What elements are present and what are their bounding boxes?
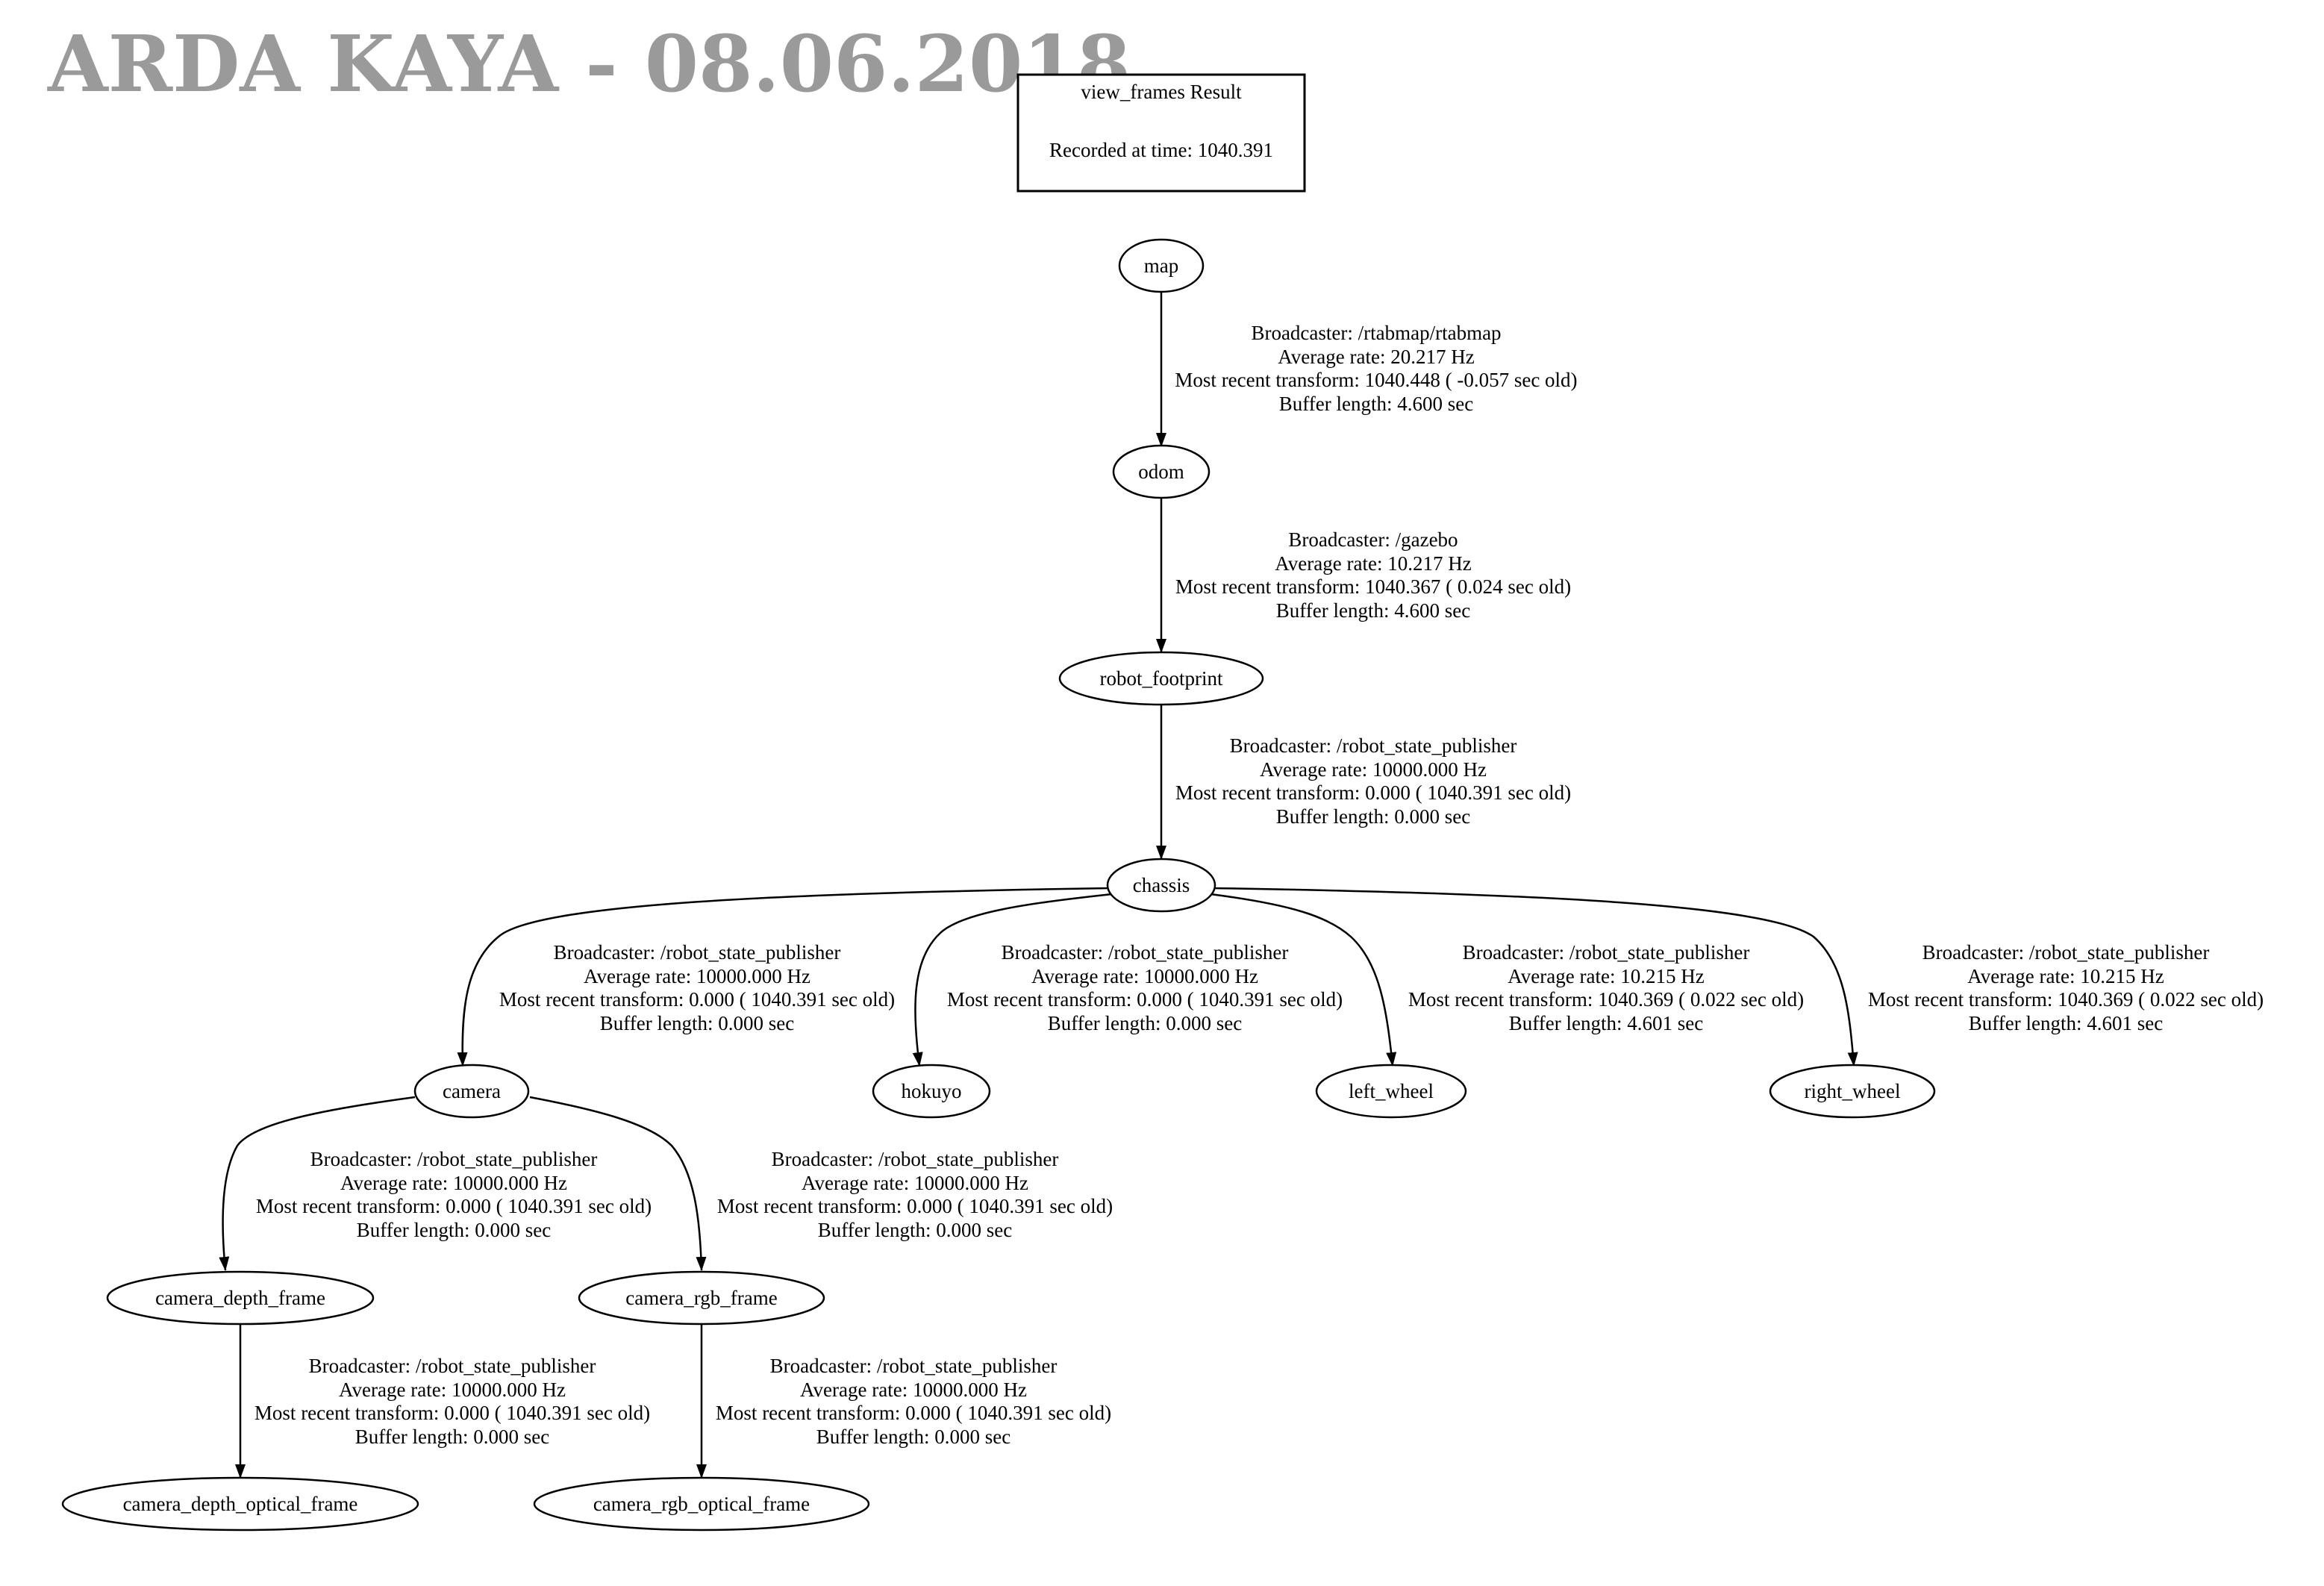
edge-label-line: Broadcaster: /robot_state_publisher <box>770 1355 1058 1377</box>
edge-label-line: Buffer length: 4.600 sec <box>1279 393 1473 415</box>
edge-label-line: Broadcaster: /gazebo <box>1288 528 1458 551</box>
edge-chassis-right-wheel <box>1213 887 1858 1067</box>
edge-label-line: Most recent transform: 0.000 ( 1040.391 … <box>717 1195 1113 1217</box>
edge-label-line: Buffer length: 4.601 sec <box>1969 1012 2163 1034</box>
node-robot-footprint: robot_footprint <box>1058 651 1264 706</box>
edge-chassis-camera <box>457 887 1110 1067</box>
node-label-camera-depth-optical-frame: camera_depth_optical_frame <box>123 1493 358 1515</box>
edge-label-line: Buffer length: 0.000 sec <box>816 1426 1010 1448</box>
edge-label-line: Average rate: 10.217 Hz <box>1275 552 1471 575</box>
node-odom: odom <box>1112 444 1211 499</box>
edge-chassis-hokuyo <box>912 893 1113 1067</box>
node-label-camera: camera <box>443 1080 501 1102</box>
node-label-odom: odom <box>1138 460 1184 483</box>
result-header-box: view_frames Result Recorded at time: 104… <box>1016 73 1306 193</box>
edge-label-line: Buffer length: 0.000 sec <box>1276 805 1470 828</box>
edge-label-line: Most recent transform: 1040.448 ( -0.057… <box>1175 369 1577 391</box>
node-map: map <box>1118 238 1205 293</box>
author-date-stamp: ARDA KAYA - 08.06.2018 <box>48 18 1131 110</box>
edge-label-line: Most recent transform: 1040.367 ( 0.024 … <box>1175 575 1571 598</box>
header-recorded-time: Recorded at time: 1040.391 <box>1049 139 1273 161</box>
edge-camera-camera-depth-frame <box>219 1096 416 1271</box>
edge-label-line: Broadcaster: /robot_state_publisher <box>1463 941 1750 964</box>
edge-label-line: Buffer length: 0.000 sec <box>1048 1012 1242 1034</box>
node-right-wheel: right_wheel <box>1769 1064 1936 1119</box>
edge-label-line: Buffer length: 0.000 sec <box>818 1219 1012 1241</box>
node-label-camera-rgb-optical-frame: camera_rgb_optical_frame <box>593 1493 810 1515</box>
edge-label-line: Most recent transform: 1040.369 ( 0.022 … <box>1408 988 1804 1011</box>
edge-label-line: Broadcaster: /robot_state_publisher <box>772 1148 1059 1170</box>
edge-label-robot-footprint-chassis: Broadcaster: /robot_state_publisher Aver… <box>1175 734 1571 828</box>
node-label-robot-footprint: robot_footprint <box>1100 667 1223 690</box>
edge-label-line: Average rate: 10000.000 Hz <box>800 1379 1027 1401</box>
node-left-wheel: left_wheel <box>1315 1064 1467 1119</box>
edge-label-line: Buffer length: 4.600 sec <box>1276 599 1470 622</box>
edge-label-line: Broadcaster: /robot_state_publisher <box>309 1355 596 1377</box>
edge-label-line: Average rate: 10000.000 Hz <box>1260 758 1487 781</box>
edge-label-odom-robot-footprint: Broadcaster: /gazebo Average rate: 10.21… <box>1175 528 1571 622</box>
edge-label-line: Broadcaster: /robot_state_publisher <box>1922 941 2210 964</box>
edge-label-line: Most recent transform: 0.000 ( 1040.391 … <box>256 1195 652 1217</box>
node-camera-rgb-frame: camera_rgb_frame <box>578 1270 825 1326</box>
edge-label-line: Broadcaster: /rtabmap/rtabmap <box>1251 322 1501 344</box>
edge-label-line: Broadcaster: /robot_state_publisher <box>554 941 841 964</box>
edge-label-line: Broadcaster: /robot_state_publisher <box>1230 734 1517 757</box>
edge-label-chassis-hokuyo: Broadcaster: /robot_state_publisher Aver… <box>947 941 1343 1034</box>
edge-label-line: Average rate: 10.215 Hz <box>1508 965 1704 987</box>
edge-label-chassis-camera: Broadcaster: /robot_state_publisher Aver… <box>499 941 895 1034</box>
edge-label-line: Buffer length: 0.000 sec <box>600 1012 794 1034</box>
node-label-left-wheel: left_wheel <box>1349 1080 1434 1102</box>
node-label-right-wheel: right_wheel <box>1805 1080 1901 1102</box>
edge-label-chassis-right-wheel: Broadcaster: /robot_state_publisher Aver… <box>1868 941 2264 1034</box>
edge-chassis-left-wheel <box>1210 893 1397 1067</box>
edge-label-line: Average rate: 10000.000 Hz <box>584 965 810 987</box>
edge-label-line: Buffer length: 0.000 sec <box>355 1426 549 1448</box>
node-label-chassis: chassis <box>1133 874 1190 896</box>
edge-label-line: Buffer length: 0.000 sec <box>357 1219 551 1241</box>
edge-label-chassis-left-wheel: Broadcaster: /robot_state_publisher Aver… <box>1408 941 1804 1034</box>
edge-label-line: Average rate: 10000.000 Hz <box>340 1172 567 1194</box>
edge-label-camera-camera-rgb-frame: Broadcaster: /robot_state_publisher Aver… <box>717 1148 1113 1241</box>
edge-label-camera-rgb-frame-optical: Broadcaster: /robot_state_publisher Aver… <box>716 1355 1111 1448</box>
edge-label-line: Broadcaster: /robot_state_publisher <box>1002 941 1289 964</box>
edge-label-line: Broadcaster: /robot_state_publisher <box>310 1148 598 1170</box>
edge-label-map-odom: Broadcaster: /rtabmap/rtabmap Average ra… <box>1175 322 1577 415</box>
edge-label-line: Most recent transform: 0.000 ( 1040.391 … <box>1175 781 1571 804</box>
node-camera-rgb-optical-frame: camera_rgb_optical_frame <box>533 1476 870 1532</box>
edge-label-line: Most recent transform: 0.000 ( 1040.391 … <box>716 1402 1111 1424</box>
node-label-camera-depth-frame: camera_depth_frame <box>155 1287 325 1309</box>
node-label-map: map <box>1144 255 1179 277</box>
edge-label-camera-camera-depth-frame: Broadcaster: /robot_state_publisher Aver… <box>256 1148 652 1241</box>
edge-camera-camera-rgb-frame <box>529 1096 707 1271</box>
edge-label-line: Buffer length: 4.601 sec <box>1509 1012 1703 1034</box>
edge-label-line: Most recent transform: 0.000 ( 1040.391 … <box>947 988 1343 1011</box>
node-hokuyo: hokuyo <box>872 1064 991 1119</box>
node-label-hokuyo: hokuyo <box>902 1080 962 1102</box>
edge-label-camera-depth-frame-optical: Broadcaster: /robot_state_publisher Aver… <box>254 1355 650 1448</box>
edge-label-line: Most recent transform: 1040.369 ( 0.022 … <box>1868 988 2264 1011</box>
header-title: view_frames Result <box>1081 81 1242 103</box>
edge-label-line: Most recent transform: 0.000 ( 1040.391 … <box>499 988 895 1011</box>
edge-label-line: Average rate: 20.217 Hz <box>1278 346 1474 368</box>
node-chassis: chassis <box>1106 858 1216 913</box>
node-camera: camera <box>413 1064 530 1119</box>
edge-label-line: Average rate: 10000.000 Hz <box>339 1379 566 1401</box>
node-label-camera-rgb-frame: camera_rgb_frame <box>625 1287 777 1309</box>
node-camera-depth-frame: camera_depth_frame <box>106 1270 375 1326</box>
edge-label-line: Average rate: 10000.000 Hz <box>1031 965 1258 987</box>
node-camera-depth-optical-frame: camera_depth_optical_frame <box>61 1476 419 1532</box>
edge-label-line: Most recent transform: 0.000 ( 1040.391 … <box>254 1402 650 1424</box>
edge-label-line: Average rate: 10000.000 Hz <box>802 1172 1028 1194</box>
edge-label-line: Average rate: 10.215 Hz <box>1967 965 2164 987</box>
